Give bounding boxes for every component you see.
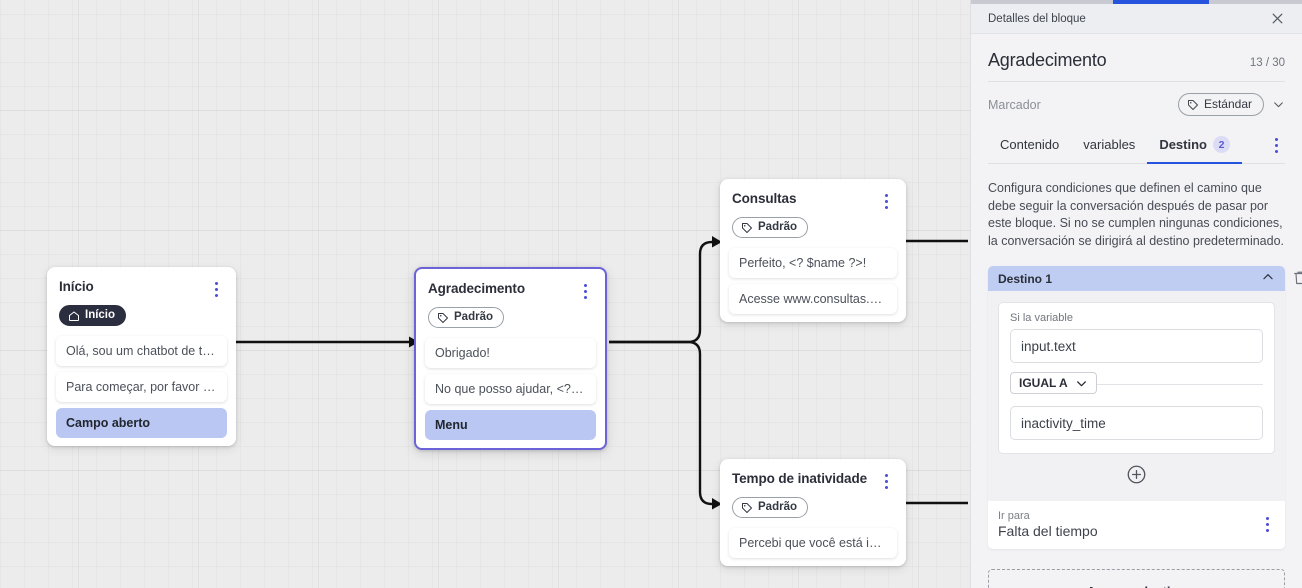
tab-label: Contenido [1000, 137, 1060, 152]
operator-select[interactable]: IGUAL A [1010, 372, 1097, 394]
tab-label: variables [1083, 137, 1136, 152]
node-menu-button[interactable] [878, 472, 894, 490]
node-header: Início [47, 267, 236, 298]
panel-header-title: Detalles del bloque [988, 12, 1086, 25]
block-details-panel: Detalles del bloque Agradecimento 13 / 3… [970, 0, 1302, 588]
panel-body: Agradecimento 13 / 30 Marcador Estándar … [971, 34, 1302, 588]
node-tag-badge[interactable]: Padrão [732, 497, 808, 518]
node-tag-badge[interactable]: Padrão [732, 217, 808, 238]
close-icon[interactable] [1268, 10, 1286, 28]
add-condition-row [998, 454, 1275, 501]
marker-row: Marcador Estándar [988, 82, 1285, 126]
flow-node-agradecimento[interactable]: Agradecimento Padrão Obrigado! No que po… [414, 267, 607, 450]
node-title: Consultas [732, 191, 797, 206]
node-message[interactable]: Para começar, por favor digite o ... [56, 371, 227, 402]
node-message[interactable]: Perfeito, <? $name ?>! [729, 247, 897, 278]
node-message[interactable]: Percebi que você está inativo. C... [729, 527, 897, 558]
page-title: Agradecimento [988, 50, 1107, 70]
marker-value-pill[interactable]: Estándar [1177, 93, 1264, 116]
node-menu-button[interactable] [878, 192, 894, 210]
panel-scroll-thumb[interactable] [1113, 0, 1209, 4]
node-title: Agradecimento [428, 281, 525, 296]
node-menu-button[interactable] [577, 282, 593, 300]
divider [1010, 384, 1263, 385]
chevron-down-icon [1076, 380, 1086, 386]
node-tag-label: Padrão [758, 221, 797, 233]
node-tag-badge[interactable]: Início [59, 305, 127, 326]
node-messages: Obrigado! No que posso ajudar, <? $name … [416, 337, 605, 440]
node-header: Tempo de inatividade [720, 459, 906, 490]
condition-card: Si la variable input.text IGUAL A inacti… [998, 302, 1275, 454]
chevron-down-icon[interactable] [1272, 98, 1285, 111]
destination-header-label: Destino 1 [998, 271, 1053, 286]
operator-row: IGUAL A [1010, 372, 1263, 397]
destination-card: Destino 1 Si la variable input.text [988, 266, 1302, 549]
condition-label: Si la variable [1010, 312, 1073, 324]
node-messages: Percebi que você está inativo. C... [720, 527, 906, 558]
operator-label: IGUAL A [1019, 376, 1068, 390]
node-header: Consultas [720, 179, 906, 210]
node-title: Início [59, 279, 94, 294]
tabs-more-button[interactable] [1267, 137, 1285, 155]
goto-value: Falta del tiempo [998, 523, 1098, 539]
node-tag-label: Padrão [454, 311, 493, 323]
node-message[interactable]: No que posso ajudar, <? $name ... [425, 373, 596, 404]
goto-row[interactable]: Ir para Falta del tiempo [988, 501, 1285, 549]
node-tag-row: Padrão [720, 210, 906, 248]
trash-icon[interactable] [1292, 269, 1302, 291]
marker-value-label: Estándar [1203, 97, 1252, 111]
node-header: Agradecimento [416, 269, 605, 300]
tab-contenido[interactable]: Contenido [988, 129, 1071, 163]
flow-canvas[interactable]: Início Início Olá, sou um chatbot de tes… [0, 0, 970, 588]
home-icon [69, 311, 79, 321]
destination-header[interactable]: Destino 1 [988, 266, 1285, 291]
variable-field[interactable]: input.text [1010, 329, 1263, 363]
node-message-highlighted[interactable]: Campo aberto [56, 407, 227, 438]
flow-node-consultas[interactable]: Consultas Padrão Perfeito, <? $name ?>! … [720, 179, 906, 322]
node-tag-badge[interactable]: Padrão [428, 307, 504, 328]
node-messages: Olá, sou um chatbot de teste! Para começ… [47, 335, 236, 438]
node-message[interactable]: Olá, sou um chatbot de teste! [56, 335, 227, 366]
tag-icon [742, 222, 752, 233]
block-title-row: Agradecimento 13 / 30 [988, 34, 1285, 82]
marker-label: Marcador [988, 97, 1041, 112]
status-badge: 2 [1212, 136, 1230, 153]
flow-node-tempo-de-inatividade[interactable]: Tempo de inatividade Padrão Percebi que … [720, 459, 906, 566]
node-tag-row: Padrão [416, 300, 605, 338]
node-message-highlighted[interactable]: Menu [425, 409, 596, 440]
goto-texts: Ir para Falta del tiempo [998, 510, 1259, 539]
node-tag-row: Padrão [720, 490, 906, 528]
compare-value-field[interactable]: inactivity_time [1010, 406, 1263, 440]
node-message[interactable]: Obrigado! [425, 337, 596, 368]
destination-description: Configura condiciones que definen el cam… [988, 181, 1284, 248]
tab-variables[interactable]: variables [1071, 129, 1147, 163]
node-title: Tempo de inatividade [732, 471, 868, 486]
node-messages: Perfeito, <? $name ?>! Acesse www.consul… [720, 247, 906, 314]
goto-label: Ir para [998, 510, 1030, 522]
plus-circle-icon[interactable] [1126, 464, 1147, 490]
panel-tabs: Contenido variables Destino 2 [988, 126, 1285, 164]
block-counter: 13 / 30 [1249, 57, 1285, 69]
tab-label: Destino [1159, 137, 1207, 152]
chevron-up-icon[interactable] [1261, 270, 1275, 287]
flow-node-inicio[interactable]: Início Início Olá, sou um chatbot de tes… [47, 267, 236, 446]
node-message[interactable]: Acesse www.consultas.com par... [729, 283, 897, 314]
node-tag-label: Padrão [758, 501, 797, 513]
tab-destino[interactable]: Destino 2 [1147, 128, 1242, 164]
node-tag-label: Início [85, 309, 116, 321]
tag-icon [1187, 99, 1198, 110]
add-destination-button[interactable]: Agregar destino [988, 569, 1285, 588]
panel-header: Detalles del bloque [971, 4, 1302, 34]
tag-icon [438, 312, 448, 323]
node-menu-button[interactable] [208, 280, 224, 298]
node-tag-row: Início [47, 298, 236, 336]
panel-scroll-track[interactable] [971, 0, 1302, 4]
tag-icon [742, 502, 752, 513]
destination-body: Si la variable input.text IGUAL A inacti… [988, 291, 1285, 501]
goto-menu-button[interactable] [1259, 515, 1275, 533]
